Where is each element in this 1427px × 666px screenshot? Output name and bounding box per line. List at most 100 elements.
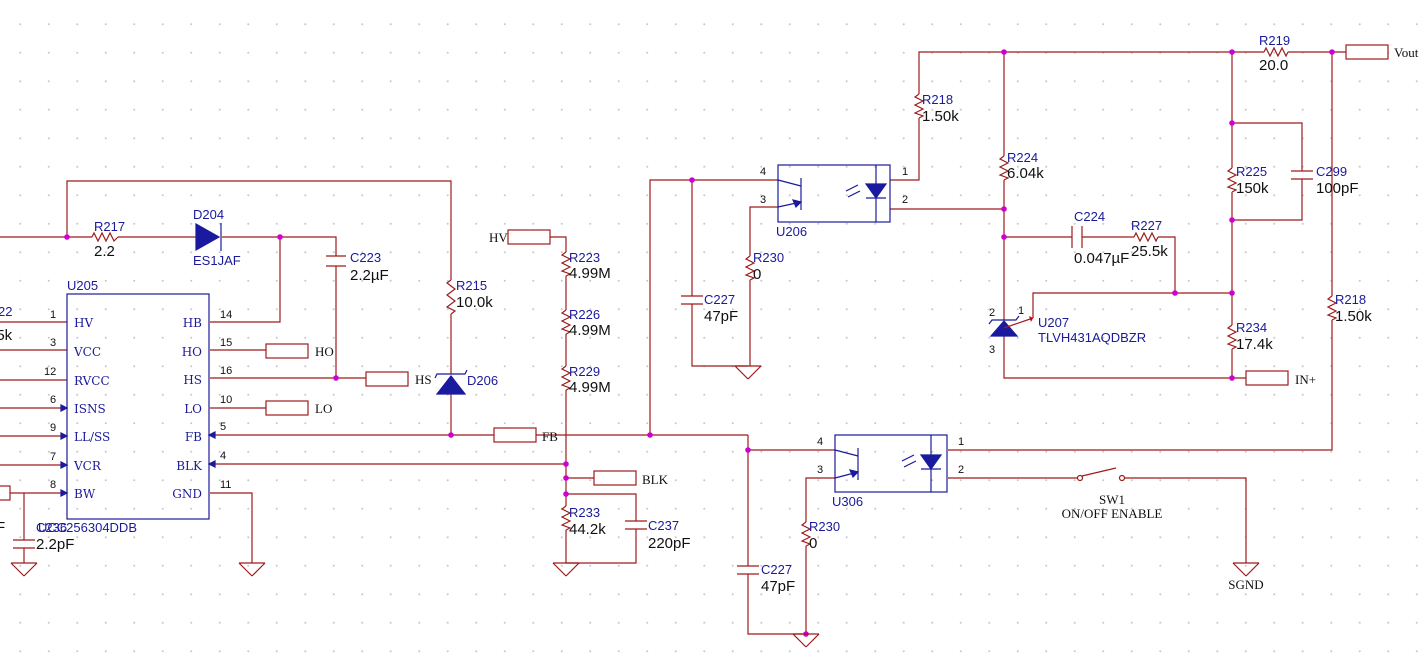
resistor-r233[interactable]: [560, 505, 572, 531]
optocoupler-u206[interactable]: [777, 164, 891, 223]
u205-pin-vcc: VCC: [73, 345, 101, 359]
capacitor-c227b[interactable]: [737, 565, 759, 575]
capacitor-c237[interactable]: [625, 520, 647, 530]
d204-part: ES1JAF: [193, 253, 241, 268]
net-vout-label: Vout: [1394, 45, 1419, 60]
r224-ref: R224: [1007, 150, 1038, 165]
optocoupler-u306[interactable]: [834, 434, 948, 493]
u205-pin-blk: BLK: [176, 459, 203, 473]
capacitor-c224[interactable]: [1071, 226, 1083, 248]
u207-ref: U207: [1038, 315, 1069, 330]
u206-pin: 3: [760, 194, 766, 206]
resistor-r234[interactable]: [1226, 324, 1238, 350]
port-in-plus[interactable]: [1245, 370, 1289, 386]
port-ho[interactable]: [265, 343, 309, 359]
resistor-r230a[interactable]: [744, 255, 756, 281]
r230a-value: 0: [753, 266, 761, 283]
resistor-r229[interactable]: [560, 365, 572, 391]
u205-pin-lo: LO: [184, 402, 202, 416]
u205-pin-gnd: GND: [172, 487, 202, 501]
capacitor-c299[interactable]: [1291, 170, 1313, 180]
r229-value: 4.99M: [569, 379, 611, 396]
switch-sw1[interactable]: [1076, 467, 1126, 482]
u206-ref: U206: [776, 224, 807, 239]
u206-pin: 4: [760, 166, 766, 178]
ground-symbol: [734, 365, 762, 380]
capacitor-c223[interactable]: [326, 255, 346, 267]
resistor-r218a[interactable]: [913, 93, 925, 119]
u205-pinnum: 9: [50, 422, 56, 434]
u205-pin-hv: HV: [74, 316, 93, 330]
diode-d204[interactable]: [195, 222, 222, 252]
u205-pinnum: 8: [50, 479, 56, 491]
u205-pinnum: 1: [50, 309, 56, 321]
r230b-ref: R230: [809, 519, 840, 534]
r218b-ref: R218: [1335, 292, 1366, 307]
ground-symbol: [10, 562, 38, 577]
resistor-r218b[interactable]: [1326, 295, 1338, 321]
u207-pin: 2: [989, 307, 995, 319]
u205-ref: U205: [67, 278, 98, 293]
r218b-value: 1.50k: [1335, 308, 1372, 325]
c224-ref: C224: [1074, 209, 1105, 224]
resistor-r227[interactable]: [1133, 231, 1159, 243]
resistor-r215[interactable]: [445, 279, 457, 315]
r219-ref: R219: [1259, 33, 1290, 48]
port-hs[interactable]: [365, 371, 409, 387]
junction-dots: [64, 49, 1335, 637]
diode-d206[interactable]: [434, 369, 468, 395]
r234-value: 17.4k: [1236, 336, 1273, 353]
u306-ref: U306: [832, 494, 863, 509]
r234-ref: R234: [1236, 320, 1267, 335]
c223-value: 2.2µF: [350, 267, 389, 284]
c224-value: 0.047µF: [1074, 250, 1129, 267]
resistor-r219[interactable]: [1263, 46, 1289, 58]
net-lo-label: LO: [315, 401, 332, 416]
u206-pin: 1: [902, 166, 908, 178]
c227a-ref: C227: [704, 292, 735, 307]
u205-pinnum: 6: [50, 394, 56, 406]
resistor-r217[interactable]: [91, 231, 119, 243]
resistor-r230b[interactable]: [800, 521, 812, 547]
port-lo[interactable]: [265, 400, 309, 416]
u207-part: TLVH431AQDBZR: [1038, 330, 1146, 345]
u205-pinnum: 16: [220, 365, 232, 377]
ground-symbol: [238, 562, 266, 577]
d206-ref: D206: [467, 373, 498, 388]
ground-symbol: [552, 562, 580, 577]
ic-u205[interactable]: [60, 293, 216, 520]
c237-ref: C237: [648, 518, 679, 533]
r219-value: 20.0: [1259, 57, 1288, 74]
port-fb[interactable]: [493, 427, 537, 443]
resistor-r223[interactable]: [560, 251, 572, 277]
capacitor-c236[interactable]: [13, 539, 35, 549]
net-ports: [0, 44, 1389, 501]
port-blk[interactable]: [593, 470, 637, 486]
net-hs-label: HS: [415, 372, 432, 387]
u205-pin-isns: ISNS: [74, 402, 106, 416]
r223-ref: R223: [569, 250, 600, 265]
port-vout[interactable]: [1345, 44, 1389, 60]
c236-ref: C236: [36, 520, 67, 535]
port-bw[interactable]: [0, 485, 11, 501]
u207-pin: 3: [989, 344, 995, 356]
u205-pin-fb: FB: [185, 430, 202, 444]
r22x-value: 35k: [0, 327, 13, 344]
r223-value: 4.99M: [569, 265, 611, 282]
r218a-value: 1.50k: [922, 108, 959, 125]
u205-pin-vcr: VCR: [73, 459, 102, 473]
r227-value: 25.5k: [1131, 243, 1168, 260]
c227b-ref: C227: [761, 562, 792, 577]
c227a-value: 47pF: [704, 308, 738, 325]
resistor-r225[interactable]: [1226, 167, 1238, 193]
u306-pin: 1: [958, 436, 964, 448]
shunt-regulator-u207[interactable]: [988, 315, 1034, 337]
r229-ref: R229: [569, 364, 600, 379]
resistor-r226[interactable]: [560, 309, 572, 335]
port-hv[interactable]: [507, 229, 551, 245]
capacitor-c227a[interactable]: [681, 295, 703, 305]
c227b-value: 47pF: [761, 578, 795, 595]
resistor-r224[interactable]: [998, 155, 1010, 181]
